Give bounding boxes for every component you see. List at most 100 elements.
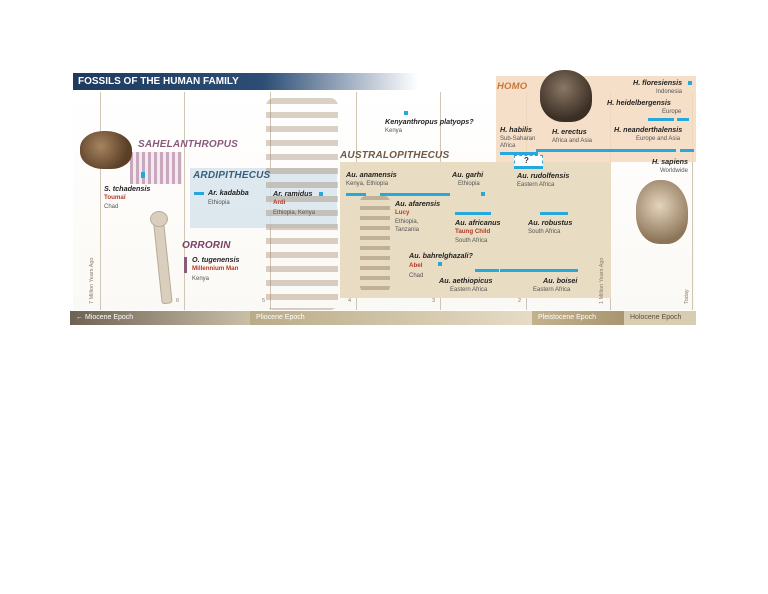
range-bar-au-bahrelghazali (438, 262, 442, 266)
location-au-boisei: Eastern Africa (533, 287, 571, 293)
location-h-habilis-2: Africa (500, 143, 516, 149)
range-bar-au-rudolfensis (514, 166, 542, 169)
ardipithecus-panel (190, 168, 337, 228)
range-bar-h-sapiens (680, 149, 694, 152)
title-bar (73, 73, 418, 90)
sahelanthropus-skull-image (80, 131, 132, 169)
species-au-garhi: Au. garhi (452, 170, 484, 179)
tick-3: 3 (432, 298, 436, 304)
location-ar-kadabba: Ethiopia (208, 200, 230, 206)
genus-sahelanthropus: SAHELANTHROPUS (138, 139, 239, 150)
species-au-boisei: Au. boisei (543, 276, 578, 285)
species-h-floresiensis: H. floresiensis (633, 78, 683, 87)
range-bar-o-tugenensis (184, 257, 187, 273)
epoch-pleistocene-label: Pleistocene Epoch (538, 314, 596, 321)
species-au-anamensis: Au. anamensis (346, 170, 397, 179)
range-bar-s-tchadensis (141, 172, 145, 178)
tick-4: 4 (348, 298, 352, 304)
location-k-platyops: Kenya (385, 128, 403, 134)
location-h-heidelbergensis: Europe (662, 109, 682, 115)
arrow-left-icon: ← (76, 314, 83, 321)
species-h-sapiens: H. sapiens (652, 157, 688, 166)
epoch-pliocene: Pliocene Epoch (250, 311, 532, 325)
axis-label-today: Today (684, 289, 690, 304)
ardi-skeleton-image (266, 98, 338, 310)
nickname-abel: Abel (409, 262, 423, 269)
location-h-sapiens: Worldwide (660, 168, 688, 174)
range-bar-h-heidelbergensis-2 (677, 118, 689, 121)
range-bar-au-robustus (540, 212, 568, 215)
species-s-tchadensis: S. tchadensis (104, 184, 151, 193)
range-bar-au-afarensis (380, 193, 450, 196)
range-bar-h-erectus (536, 149, 676, 152)
gridline-7mya (100, 92, 101, 310)
species-ar-kadabba: Ar. kadabba (208, 188, 249, 197)
range-bar-h-floresiensis (688, 81, 692, 85)
lucy-skeleton-image (360, 196, 390, 292)
australopithecus-panel (340, 162, 611, 298)
epoch-holocene-label: Holocene Epoch (630, 314, 682, 321)
species-h-habilis: H. habilis (500, 125, 532, 134)
epoch-holocene: Holocene Epoch (624, 311, 696, 325)
location-s-tchadensis: Chad (104, 204, 119, 210)
range-bar-ar-kadabba (194, 192, 204, 195)
species-au-robustus: Au. robustus (528, 218, 573, 227)
species-h-erectus: H. erectus (552, 127, 587, 136)
species-h-neanderthalensis: H. neanderthalensis (614, 125, 683, 134)
chart-title: FOSSILS OF THE HUMAN FAMILY (78, 76, 239, 87)
species-au-aethiopicus: Au. aethiopicus (439, 276, 493, 285)
location-h-floresiensis: Indonesia (656, 89, 683, 95)
gridline-today (692, 92, 693, 310)
location-au-africanus: South Africa (455, 238, 488, 244)
genus-ardipithecus: ARDIPITHECUS (193, 170, 271, 181)
species-ar-ramidus: Ar. ramidus (273, 189, 313, 198)
epoch-miocene-label: Miocene Epoch (84, 314, 134, 321)
range-bar-ar-ramidus (319, 192, 323, 196)
homo-erectus-skull-image (540, 70, 592, 122)
nickname-lucy: Lucy (395, 209, 410, 216)
species-h-heidelbergensis: H. heidelbergensis (607, 98, 671, 107)
nickname-millennium-man: Millennium Man (192, 265, 239, 272)
location-au-garhi: Ethiopia (458, 181, 480, 187)
range-bar-au-boisei (500, 269, 578, 272)
location-au-rudolfensis: Eastern Africa (517, 182, 555, 188)
range-bar-h-heidelbergensis (648, 118, 674, 121)
location-au-aethiopicus: Eastern Africa (450, 287, 488, 293)
tick-6: 6 (176, 298, 180, 304)
range-bar-au-anamensis (346, 193, 366, 196)
species-au-rudolfensis: Au. rudolfensis (517, 171, 570, 180)
location-o-tugenensis: Kenya (192, 276, 210, 282)
range-bar-h-habilis (500, 152, 538, 155)
tick-2: 2 (518, 298, 522, 304)
location-au-robustus: South Africa (528, 229, 561, 235)
location-ar-ramidus: Ethiopia, Kenya (273, 210, 316, 216)
location-h-neanderthalensis: Europe and Asia (636, 136, 681, 142)
species-au-africanus: Au. africanus (455, 218, 501, 227)
location-h-erectus: Africa and Asia (552, 138, 593, 144)
location-h-habilis-1: Sub-Saharan (500, 136, 536, 142)
epoch-pleistocene: Pleistocene Epoch (532, 311, 624, 325)
nickname-ardi: Ardi (273, 199, 286, 206)
location-au-afarensis-1: Ethiopia, (395, 219, 419, 225)
sahelanthropus-stripes (130, 152, 182, 184)
orrorin-femur-head (150, 211, 168, 227)
gridline-6mya (184, 92, 185, 310)
range-bar-au-aethiopicus (475, 269, 499, 272)
species-au-afarensis: Au. afarensis (395, 199, 441, 208)
location-au-anamensis: Kenya, Ethiopia (346, 181, 389, 187)
axis-label-1mya: 1 Million Years Ago (599, 257, 605, 304)
question-mark: ? (524, 156, 529, 165)
epoch-pliocene-label: Pliocene Epoch (256, 314, 305, 321)
species-au-bahrelghazali: Au. bahrelghazali? (409, 251, 473, 260)
range-bar-k-platyops (404, 111, 408, 115)
location-au-bahrelghazali: Chad (409, 273, 424, 279)
species-o-tugenensis: O. tugenensis (192, 255, 240, 264)
epoch-miocene: ← Miocene Epoch (70, 311, 250, 325)
nickname-taung-child: Taung Child (455, 228, 491, 235)
genus-homo: HOMO (497, 81, 528, 92)
species-k-platyops: Kenyanthropus platyops? (385, 117, 474, 126)
axis-label-7mya: 7 Million Years Ago (89, 257, 95, 304)
range-bar-au-garhi (481, 192, 485, 196)
genus-orrorin: ORRORIN (182, 240, 231, 251)
location-au-afarensis-2: Tanzania (395, 227, 420, 233)
